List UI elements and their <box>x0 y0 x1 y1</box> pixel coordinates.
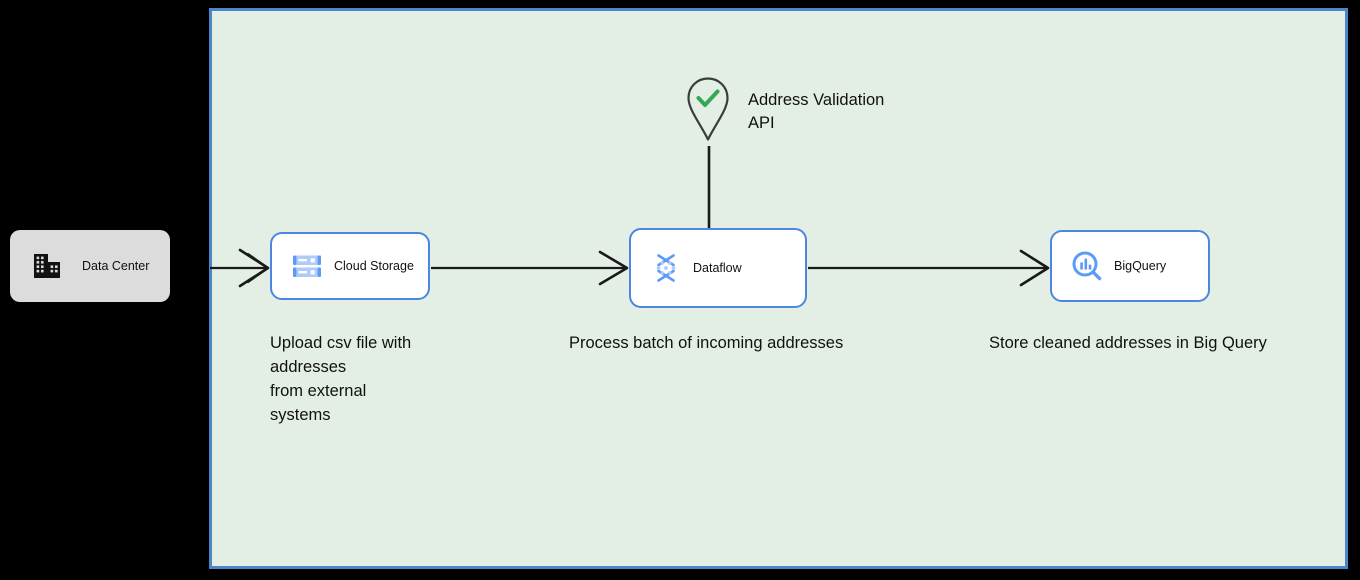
caption-bigquery: Store cleaned addresses in Big Query <box>989 334 1267 352</box>
caption-cloud-storage-line3: from external <box>270 382 367 400</box>
node-bigquery-label: BigQuery <box>1114 259 1167 273</box>
caption-dataflow: Process batch of incoming addresses <box>569 334 844 352</box>
caption-cloud-storage-line4: systems <box>270 406 331 424</box>
node-cloud-storage[interactable]: Cloud Storage <box>270 232 430 300</box>
dataflow-icon <box>656 254 676 282</box>
caption-cloud-storage-line2: addresses <box>270 358 347 376</box>
cloud-storage-icon <box>293 255 321 277</box>
address-validation-api-label-line2: API <box>748 114 775 132</box>
address-validation-api-label-line1: Address Validation <box>748 91 885 109</box>
bigquery-icon <box>1072 251 1102 281</box>
caption-cloud-storage: Upload csv file with addresses from exte… <box>270 331 485 427</box>
node-bigquery[interactable]: BigQuery <box>1050 230 1210 302</box>
address-validation-api-label: Address Validation API <box>748 89 978 135</box>
data-center-icon <box>34 254 60 278</box>
node-data-center-label: Data Center <box>82 259 150 273</box>
node-dataflow[interactable]: Dataflow <box>629 228 807 308</box>
map-pin-check-icon <box>687 77 729 141</box>
node-address-validation-api[interactable] <box>685 76 731 142</box>
node-data-center[interactable]: Data Center <box>10 230 170 302</box>
node-cloud-storage-label: Cloud Storage <box>334 259 414 273</box>
caption-cloud-storage-line1: Upload csv file with <box>270 334 412 352</box>
node-dataflow-label: Dataflow <box>693 261 742 275</box>
